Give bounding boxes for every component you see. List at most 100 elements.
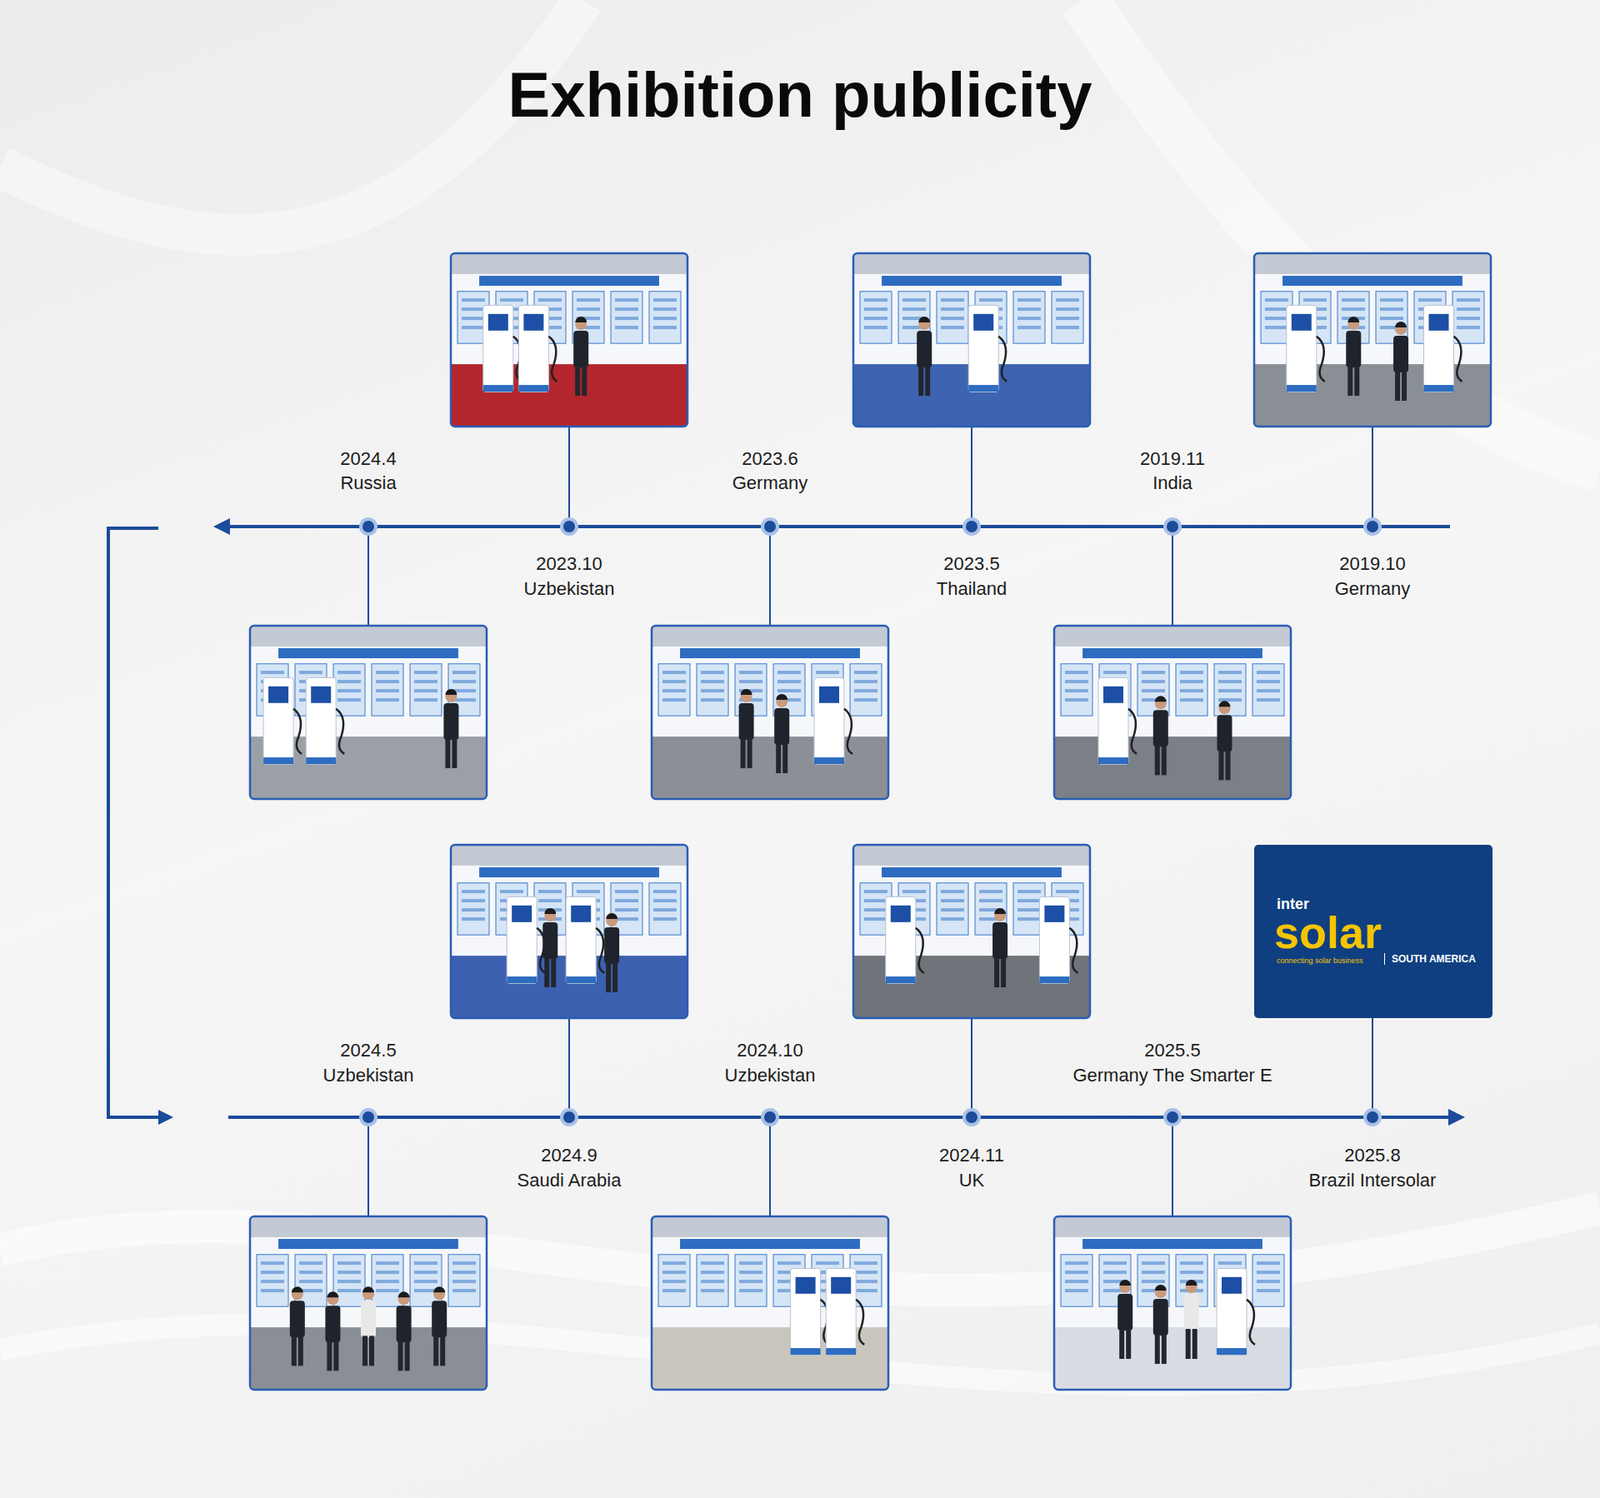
return-bracket [108,528,160,1118]
charger-screen [511,905,532,923]
poster-line [615,890,639,894]
poster-line [414,1280,438,1284]
person-leg [291,1335,297,1366]
wall-poster [1051,291,1084,344]
poster-line [979,899,1003,903]
charger-base [1424,385,1455,392]
poster-line [854,1270,878,1275]
photo-ground [651,1216,889,1390]
poster-line [1265,316,1289,320]
poster-line [1065,680,1089,684]
poster-line [1141,689,1165,693]
person-leg [925,365,930,396]
poster-line [615,899,639,903]
photo-content [1054,625,1291,800]
person-leg [326,1340,332,1371]
person-leg [298,1335,304,1366]
person-leg [612,962,618,993]
poster-line [538,899,562,903]
poster-line [739,1289,763,1293]
booth-photo [1254,253,1491,427]
booth-photo [1054,625,1291,800]
timeline-dot [1366,520,1379,533]
booth-banner [1082,1239,1263,1250]
charger-body [825,1268,856,1355]
wall-poster [850,664,882,716]
charger-base [790,1348,821,1355]
leader-line [568,426,570,527]
arrow-head [1448,1109,1465,1126]
poster-line [700,1280,725,1284]
event-label: Uzbekistan [524,578,615,600]
charger-cable [293,709,302,755]
charger-cable [335,709,345,755]
poster-line [1256,1270,1280,1275]
poster-line [375,689,400,693]
charger-base [885,976,916,984]
person-leg [1155,745,1160,775]
dot-halo [359,1108,378,1127]
charger-cable [1454,336,1463,382]
poster-line [414,689,438,693]
event-label: India [1152,472,1193,495]
person-leg [1218,750,1224,780]
poster-line [1141,1261,1165,1265]
poster-line [864,890,888,894]
poster-line [1265,325,1289,330]
leader-line [1171,1117,1174,1217]
poster-line [337,1270,361,1275]
booth-photo [450,253,688,427]
poster-line [1055,890,1080,894]
poster-line [461,325,485,330]
poster-line [940,890,965,894]
hall-ceiling [250,1216,487,1238]
photo-ground [1254,253,1491,427]
poster-line [1055,298,1080,302]
wall-poster [1452,291,1485,344]
poster-line [700,1261,725,1265]
poster-line [864,899,888,903]
photo-content [450,253,688,427]
photo-frame [853,845,1090,1019]
poster-line [662,1261,686,1265]
poster-line [864,325,888,330]
photo-ground [1054,1216,1291,1390]
person-leg [1401,370,1407,401]
poster-line [1218,670,1242,675]
hall-ceiling [450,845,688,866]
timeline-dot [965,1111,978,1124]
wall-poster [936,291,969,344]
hall-ceiling [1254,253,1491,275]
poster-line [375,698,400,702]
wall-poster [410,664,442,716]
poster-line [979,298,1003,302]
event-label: 2023.5 [943,553,1000,575]
event-label: 2024.9 [540,1145,597,1167]
charger-base [565,976,596,984]
leader-line [568,1018,570,1118]
person-leg [994,957,1000,988]
logo-box: intersolarconnecting solar businessSOUTH… [1254,845,1493,1019]
poster-line [414,1261,438,1265]
timeline-dot [965,520,978,533]
wall-poster [696,664,729,716]
photo-content [1054,1216,1291,1390]
photo-ground [450,253,688,427]
poster-line [1065,1280,1089,1284]
wall-poster [658,664,690,716]
poster-line [337,670,361,675]
poster-line [615,298,639,302]
person-hair [918,316,930,323]
swoosh [0,0,584,235]
wall-poster [649,291,681,344]
charger-cable [1316,336,1325,382]
poster-line [864,307,888,311]
poster-line [739,670,763,675]
poster-line [815,1261,840,1265]
person-body [1153,710,1169,747]
person-body [774,708,790,745]
charger-body [518,305,549,392]
event-label: 2019.10 [1339,553,1406,575]
poster-line [1456,307,1480,311]
person-hair [433,1286,445,1293]
